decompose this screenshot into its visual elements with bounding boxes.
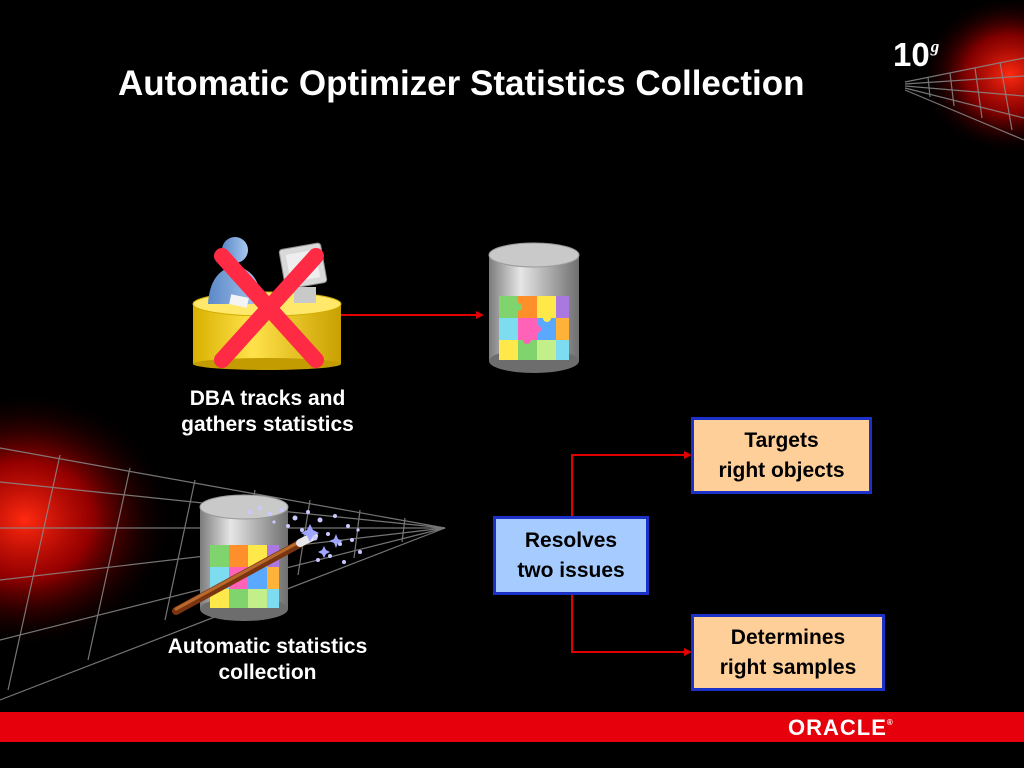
resolves-box: Resolves two issues: [493, 516, 649, 595]
grid-right: [904, 57, 1024, 141]
determines-box: Determines right samples: [691, 614, 885, 691]
targets-box-line-1: Targets: [744, 428, 819, 452]
red-glow-left: [0, 390, 175, 650]
automatic-caption-line-2: collection: [218, 661, 317, 684]
footer-bar: [0, 712, 1024, 742]
automatic-caption: Automatic statistics collection: [130, 634, 405, 686]
resolves-box-line-1: Resolves: [524, 528, 618, 552]
arrowhead-db: [476, 311, 484, 319]
puzzle-pieces: [499, 296, 569, 360]
connectors: [340, 314, 690, 653]
targets-box-line-2: right objects: [718, 458, 845, 482]
arrowhead-determines: [684, 648, 692, 656]
version-suffix: g: [930, 37, 940, 56]
version-number: 10: [893, 36, 930, 73]
automatic-caption-line-1: Automatic statistics: [167, 635, 368, 658]
database-icon: [488, 242, 580, 373]
auto-database-icon: [172, 494, 318, 621]
connector-to-targets: [571, 454, 690, 518]
manual-caption-line-2: gathers statistics: [181, 413, 354, 436]
oracle-registered-mark: ®: [886, 718, 893, 727]
resolves-box-line-2: two issues: [517, 558, 625, 582]
red-cross-icon: [214, 248, 324, 368]
red-glow-right: [920, 0, 1024, 155]
manual-caption: DBA tracks and gathers statistics: [140, 386, 395, 438]
targets-box: Targets right objects: [691, 417, 872, 494]
oracle-logo-text: ORACLE: [788, 715, 887, 740]
sparkles-icon: [248, 506, 362, 564]
connector-to-determines: [571, 594, 690, 653]
arrowhead-targets: [684, 451, 692, 459]
oracle-logo: ORACLE®: [788, 715, 893, 741]
determines-box-line-2: right samples: [719, 655, 857, 679]
page-title: Automatic Optimizer Statistics Collectio…: [118, 64, 805, 103]
manual-caption-line-1: DBA tracks and: [189, 387, 346, 410]
version-badge: 10g: [893, 36, 939, 74]
determines-box-line-1: Determines: [730, 625, 846, 649]
